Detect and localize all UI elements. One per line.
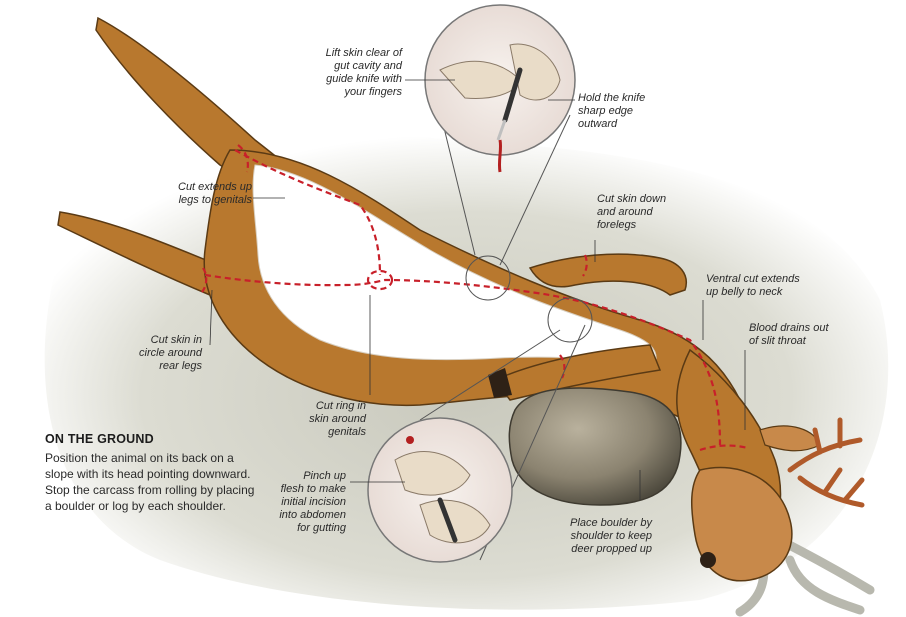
- ground-instructions: Position the animal on its back on a slo…: [45, 450, 260, 514]
- label-place-boulder: Place boulder by shoulder to keep deer p…: [540, 517, 652, 556]
- boulder: [509, 388, 681, 505]
- label-hold-knife: Hold the knife sharp edge outward: [578, 92, 688, 131]
- label-ventral-cut: Ventral cut extends up belly to neck: [706, 273, 846, 299]
- deer-nose: [700, 552, 716, 568]
- label-cut-ring: Cut ring in skin around genitals: [270, 400, 366, 439]
- label-cut-legs-genitals: Cut extends up legs to genitals: [140, 181, 252, 207]
- label-cut-rear-legs: Cut skin in circle around rear legs: [115, 334, 202, 373]
- ground-heading: ON THE GROUND: [45, 432, 154, 446]
- label-lift-skin: Lift skin clear of gut cavity and guide …: [290, 47, 402, 99]
- label-blood-drains: Blood drains out of slit throat: [749, 322, 859, 348]
- label-cut-forelegs: Cut skin down and around forelegs: [597, 193, 707, 232]
